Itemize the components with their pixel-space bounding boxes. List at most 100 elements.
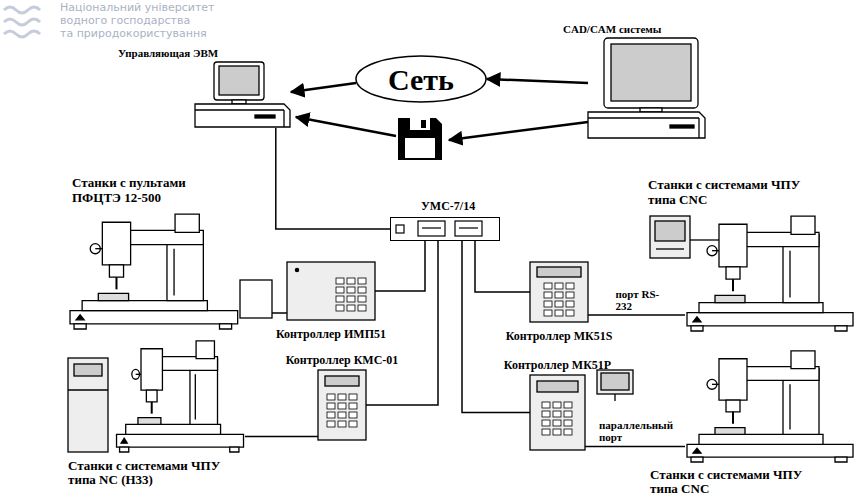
cable-line xyxy=(475,241,530,292)
hub-label: УМС-7/14 xyxy=(421,200,521,213)
port-label: параллельный порт xyxy=(599,419,679,443)
machine-label: Станки с системами ЧПУ типа CNC xyxy=(650,468,810,497)
computer-label: Управляющая ЭВМ xyxy=(118,47,268,59)
controller-body-part xyxy=(325,376,359,386)
cnc-panel-part xyxy=(597,370,633,394)
cable-line xyxy=(276,128,390,229)
watermark-logo-part xyxy=(4,19,40,25)
machine-node: Станки с системами ЧПУ типа NC (Н33) xyxy=(115,335,245,453)
cable-line xyxy=(375,241,425,291)
computer-node: CAD/CAM системы xyxy=(588,38,705,138)
illustration-part xyxy=(336,278,366,311)
illustration-part xyxy=(544,283,574,316)
control-computer-part xyxy=(255,115,275,118)
cnc-panel-part xyxy=(601,373,629,390)
port-label: порт RS-232 xyxy=(616,288,666,312)
controller-body-part xyxy=(287,262,375,320)
cad-computer-part xyxy=(670,125,694,128)
cad-computer-part xyxy=(611,44,691,101)
controller-body-part xyxy=(530,262,588,322)
network-arrow xyxy=(291,83,356,92)
machine-node: Станки с системами ЧПУ типа CNC xyxy=(685,345,855,463)
network-arrow xyxy=(487,79,588,83)
floppy-arrow-part xyxy=(296,117,396,136)
hub-ports-part xyxy=(422,227,441,228)
cnc-panel-part xyxy=(655,221,685,241)
watermark-text: Національний університет xyxy=(60,2,215,14)
controller-box: Контроллер МК51Р xyxy=(530,375,585,450)
cable-line xyxy=(245,436,318,438)
ellipse-shape xyxy=(356,56,486,102)
controller-body-part xyxy=(537,267,581,277)
watermark-logo xyxy=(4,7,40,37)
watermark-logo-part xyxy=(4,7,40,13)
controller-body-part xyxy=(530,375,585,450)
illustration-part xyxy=(542,402,572,435)
machine-label: Станки с пультами ПФЦТЭ 12-500 xyxy=(72,176,212,205)
illustration-part xyxy=(70,214,238,329)
hub-ports-part xyxy=(459,227,478,228)
cad-computer-part xyxy=(604,38,698,108)
cable-line xyxy=(588,314,685,316)
cnc-panel xyxy=(68,216,719,452)
floppy-disk-part xyxy=(421,120,426,128)
network-label: Сеть xyxy=(388,63,454,96)
controller-label: Контроллер ИМП51 xyxy=(256,328,406,341)
illustration-part xyxy=(687,351,853,462)
watermark-text: та природокористування xyxy=(60,28,207,40)
hub-ports xyxy=(396,221,482,236)
controller-label: Контроллер МК51S xyxy=(484,330,634,343)
machine-label: Станки с системами ЧПУ типа CNC xyxy=(648,178,808,207)
controller-label: Контроллер КМС-01 xyxy=(267,354,417,367)
cad-computer-part xyxy=(588,112,705,138)
machine-node: Станки с системами ЧПУ типа CNC xyxy=(685,210,855,332)
cad-computer-part xyxy=(588,117,699,118)
control-computer-part xyxy=(283,110,284,127)
hub-ports-part xyxy=(455,221,482,236)
hub-box: УМС-7/14 xyxy=(390,217,500,241)
cable-line xyxy=(585,446,685,448)
computer-label: CAD/CAM системы xyxy=(563,23,713,35)
watermark-logo-part xyxy=(4,31,40,37)
watermark-text: водного господарства xyxy=(60,15,190,27)
cnc-panel-part xyxy=(614,394,615,401)
adapter-box xyxy=(240,280,272,318)
hub-ports-part xyxy=(396,225,404,233)
controller-body-part xyxy=(537,381,578,392)
floppy-arrow-part xyxy=(449,122,588,140)
cnc-panel-part xyxy=(650,216,690,258)
controller-body-part xyxy=(318,370,366,440)
cad-computer-part xyxy=(698,118,699,138)
controller-label: Контроллер МК51Р xyxy=(483,359,633,372)
floppy-disk-part xyxy=(398,118,442,160)
control-computer-part xyxy=(195,109,284,110)
illustration-part xyxy=(327,394,357,427)
cable-line xyxy=(462,241,530,413)
control-computer-part xyxy=(214,62,264,100)
floppy-disk-part xyxy=(405,138,435,158)
floppy-arrow xyxy=(296,117,588,140)
control-computer xyxy=(195,62,290,127)
hub-ports-part xyxy=(418,221,445,236)
machine-node: Станки с пультами ПФЦТЭ 12-500 xyxy=(68,208,240,330)
floppy-disk-part xyxy=(410,118,430,130)
cad-computer xyxy=(588,38,705,138)
computer-node: Управляющая ЭВМ xyxy=(195,62,290,128)
controller-box: Контроллер МК51S xyxy=(530,262,588,322)
cnc-panel-part xyxy=(656,248,684,249)
network-ellipse: Сеть xyxy=(355,55,487,103)
controller-box: Контроллер ИМП51 xyxy=(287,262,375,320)
cnc-panel-part xyxy=(690,239,719,240)
control-computer-part xyxy=(219,66,259,95)
controller-body-part xyxy=(295,268,298,271)
cnc-panel-part xyxy=(68,358,108,452)
cable-line xyxy=(366,241,438,405)
cnc-panel-part xyxy=(74,364,102,376)
control-computer-part xyxy=(195,104,290,127)
controller-box: Контроллер КМС-01 xyxy=(318,370,366,440)
floppy-disk xyxy=(398,118,442,160)
illustration-part xyxy=(687,216,853,331)
illustration-part xyxy=(117,341,244,452)
cnc-panel-part xyxy=(68,389,108,390)
